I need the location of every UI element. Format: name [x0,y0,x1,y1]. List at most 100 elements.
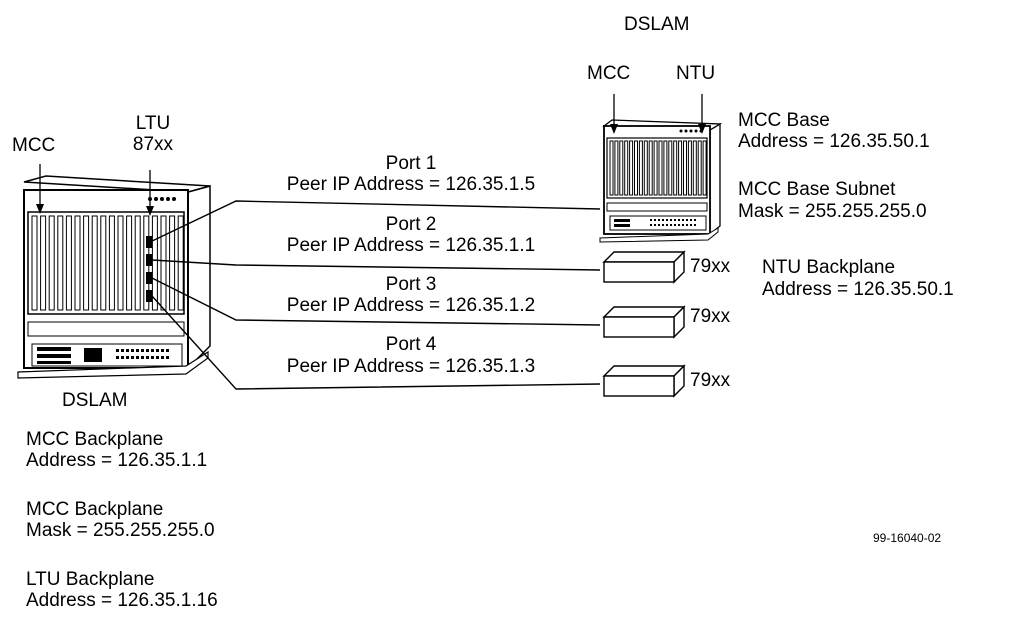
card-slot [643,140,648,196]
panel-pin [126,349,129,352]
panel-pin [682,219,684,221]
panel-pin [662,219,664,221]
card-slot [169,215,176,311]
card-slot [74,215,81,311]
card-slot [100,215,107,311]
card-slot [31,215,38,311]
panel-pin [690,219,692,221]
mcc-backplane-mask-title: MCC Backplane [26,499,164,520]
card-slot [40,215,47,311]
card-slot [624,140,629,196]
panel-pin [131,349,134,352]
card-slot [678,140,683,196]
panel-pin [121,356,124,359]
panel-pin [670,219,672,221]
port-3-line [151,277,601,326]
panel-pin [121,349,124,352]
panel-pin [166,356,169,359]
card-slot [648,140,653,196]
card-slot [668,140,673,196]
card-slot [614,140,619,196]
panel-pin [156,349,159,352]
port-3-peer: Peer IP Address = 126.35.1.2 [286,295,536,316]
port-1-peer: Peer IP Address = 126.35.1.5 [286,174,536,195]
left-ltu-model: 87xx [132,134,174,155]
card-slot [91,215,98,311]
ntu-unit-2 [602,305,686,339]
panel-pin [658,224,660,226]
panel-pin [161,356,164,359]
card-slot [117,215,124,311]
panel-pin [686,219,688,221]
card-slot [48,215,55,311]
mcc-base-title: MCC Base [738,110,830,131]
ntu-unit-3 [602,364,686,398]
card-slot [609,140,614,196]
panel-pin [682,224,684,226]
panel-pin [670,224,672,226]
left-mcc-label: MCC [12,135,56,156]
panel-pin [650,219,652,221]
ntu-unit-2-label: 79xx [690,306,731,327]
port-2-peer: Peer IP Address = 126.35.1.1 [286,235,536,256]
mcc-backplane-addr-value: Address = 126.35.1.1 [26,450,208,471]
panel-pin [654,224,656,226]
left-pointer-arrows [36,164,154,216]
card-slot [126,215,133,311]
card-slot [692,140,697,196]
panel-pin [141,349,144,352]
port-4-peer: Peer IP Address = 126.35.1.3 [286,356,536,377]
panel-pin [674,219,676,221]
panel-pin [686,224,688,226]
panel-pin [666,224,668,226]
mcc-backplane-mask-value: Mask = 255.255.255.0 [26,520,215,541]
panel-pin [161,349,164,352]
card-slot [653,140,658,196]
ntu-backplane-value: Address = 126.35.50.1 [762,279,954,300]
ntu-unit-1-label: 79xx [690,256,731,277]
ntu-unit-3-label: 79xx [690,370,731,391]
panel-pin [131,356,134,359]
right-mcc-label: MCC [587,63,631,84]
panel-pin [146,356,149,359]
panel-pin [662,224,664,226]
panel-pin [136,349,139,352]
right-pointer-arrows [610,94,706,134]
card-slot [151,215,158,311]
panel-pin [166,349,169,352]
panel-pin [151,356,154,359]
card-slot [177,215,184,311]
panel-pin [694,219,696,221]
left-connectors [37,197,176,364]
panel-pin [690,224,692,226]
panel-pin [146,349,149,352]
card-slot [108,215,115,311]
panel-pin [116,349,119,352]
card-slot [658,140,663,196]
panel-pin [126,356,129,359]
ntu-unit-1 [602,250,686,284]
port-4-name: Port 4 [385,334,437,355]
panel-pin [674,224,676,226]
panel-pin [658,219,660,221]
card-slot [663,140,668,196]
card-slot [629,140,634,196]
panel-pin [694,224,696,226]
panel-pin [650,224,652,226]
mcc-base-value: Address = 126.35.50.1 [738,131,930,152]
card-slot [65,215,72,311]
port-4-line [151,295,601,390]
card-slot [634,140,638,196]
left-dslam-name: DSLAM [62,390,128,411]
port-2-line [151,259,601,271]
panel-pin [141,356,144,359]
right-ntu-label: NTU [676,63,716,84]
panel-pin [654,219,656,221]
mcc-subnet-value: Mask = 255.255.255.0 [738,201,927,222]
panel-pin [678,219,680,221]
port-3-name: Port 3 [385,274,437,295]
right-panel-pins [650,219,696,226]
figure-id: 99-16040-02 [873,531,942,545]
card-slot [638,140,643,196]
